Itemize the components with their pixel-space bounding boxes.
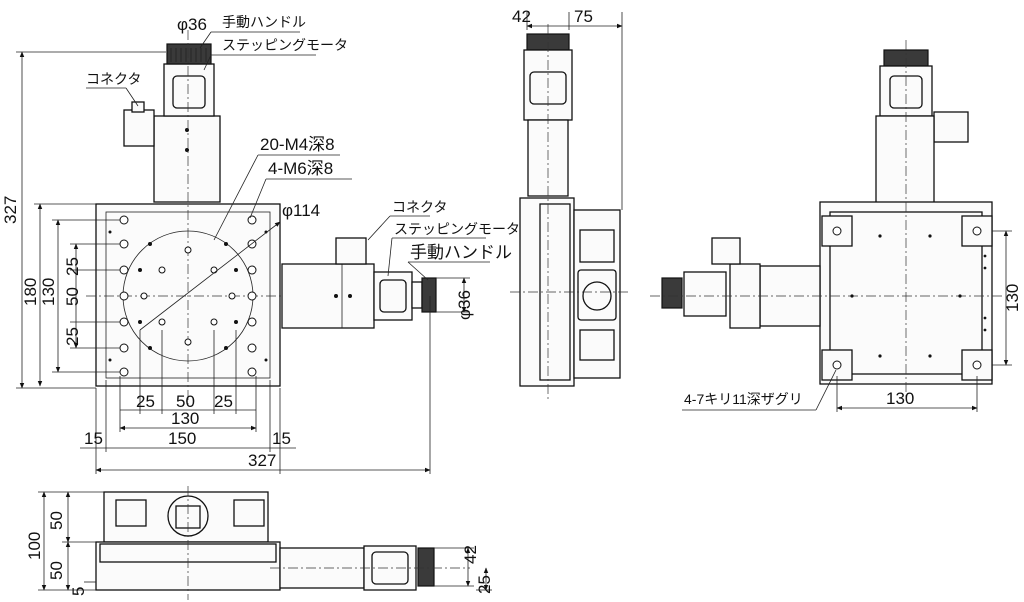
front-view: 100 50 50 5 42 25 (25, 486, 494, 600)
label-tap-m6: 4-M6深8 (268, 159, 333, 178)
connector (123, 109, 155, 147)
dim-50-vertical: 50 (63, 287, 82, 306)
label-connector-top: コネクタ (86, 71, 141, 87)
motor-window (172, 75, 206, 109)
dim-150: 150 (168, 429, 196, 448)
bottom-view-side-handle (661, 277, 683, 309)
dim-50-front-upper: 50 (47, 511, 66, 530)
front-view-handle (417, 547, 435, 587)
bottom-view-dots (850, 234, 987, 358)
dim-327-horizontal: 327 (248, 451, 276, 470)
bottom-view: 130 130 4-7キリ11深ザグリ (650, 40, 1022, 412)
label-stepping-motor-top: ステッピングモータ (222, 37, 348, 53)
side-connector (335, 237, 367, 265)
dim-25-horizontal-left: 25 (136, 392, 155, 411)
label-tap-m4: 20-M4深8 (260, 135, 335, 154)
dim-50-horizontal: 50 (176, 392, 195, 411)
dim-130-horizontal: 130 (171, 409, 199, 428)
side-view: 42 75 (510, 7, 630, 400)
dim-327-vertical: 327 (1, 196, 20, 224)
top-view: φ36 手動ハンドル ステッピングモータ コネクタ 20-M4深8 4-M6深8… (1, 14, 520, 474)
dim-5-front: 5 (69, 587, 88, 596)
dim-50-front-lower: 50 (47, 561, 66, 580)
hand-handle (166, 43, 212, 65)
connector-plug (131, 101, 145, 113)
dim-180: 180 (21, 278, 40, 306)
label-connector-right: コネクタ (392, 199, 447, 215)
side-hand-handle (421, 277, 437, 313)
dim-130-vertical-bottom-view: 130 (1003, 284, 1022, 312)
dim-42-side: 42 (512, 7, 531, 26)
side-motor-housing (281, 263, 375, 329)
dim-42-front: 42 (461, 545, 480, 564)
dim-100-front: 100 (25, 532, 44, 560)
label-stepping-motor-right: ステッピングモータ (394, 221, 520, 237)
dim-25-front: 25 (475, 575, 494, 594)
dim-25-vertical-upper: 25 (63, 257, 82, 276)
dim-130-bottom-view: 130 (886, 389, 914, 408)
label-counterbore: 4-7キリ11深ザグリ (684, 391, 803, 407)
dim-15-left: 15 (84, 429, 103, 448)
dim-25-horizontal-right: 25 (214, 392, 233, 411)
dim-phi114: φ114 (282, 201, 320, 220)
dim-75-side: 75 (574, 7, 593, 26)
dim-15-right: 15 (272, 429, 291, 448)
bottom-view-housing (875, 115, 935, 207)
label-hand-handle-right: 手動ハンドル (410, 243, 512, 262)
dim-130-vertical: 130 (39, 278, 58, 306)
dim-25-vertical-lower: 25 (63, 327, 82, 346)
label-hand-handle-top: 手動ハンドル (222, 14, 306, 30)
side-view-motor-face (582, 281, 612, 311)
dim-phi36-right: φ36 (455, 290, 474, 320)
dim-phi36-top: φ36 (177, 15, 207, 34)
bottom-view-connector (933, 111, 969, 143)
tap-holes (108, 215, 268, 377)
